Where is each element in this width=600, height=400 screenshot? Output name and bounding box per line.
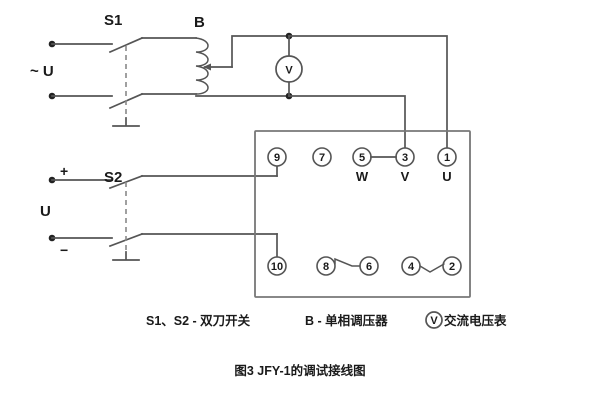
legend-voltmeter-icon: V bbox=[425, 311, 443, 329]
regulator-b-group bbox=[195, 35, 290, 97]
s1-actuator-symbol bbox=[112, 117, 140, 127]
terminal-10-number: 10 bbox=[271, 261, 283, 273]
voltmeter-body bbox=[275, 55, 303, 83]
legend-voltmeter-letter: V bbox=[430, 315, 438, 327]
ac-source-label: ~ U bbox=[30, 63, 54, 80]
figure-caption: 图3 JFY-1的调试接线图 bbox=[234, 363, 365, 378]
terminal-4-number: 4 bbox=[408, 261, 415, 273]
s1-blade-upper[interactable] bbox=[108, 36, 144, 54]
dc-source-group bbox=[48, 176, 113, 242]
voltmeter-letter: V bbox=[285, 65, 293, 77]
dc-source-label: U bbox=[40, 203, 51, 220]
terminal-5[interactable]: 5 bbox=[352, 147, 372, 167]
terminal-8-number: 8 bbox=[323, 261, 329, 273]
supply-rails-group bbox=[288, 35, 448, 151]
terminal-4[interactable]: 4 bbox=[401, 256, 421, 276]
dc-plus-sign: + bbox=[60, 163, 68, 179]
terminal-row-bottom: 10 8 6 4 2 bbox=[267, 256, 462, 276]
regulator-coil-winding bbox=[195, 37, 209, 95]
legend-row: S1、S2 - 双刀开关 B - 单相调压器 V 交流电压表 bbox=[146, 311, 507, 329]
terminal-3[interactable]: 3 bbox=[395, 147, 415, 167]
phase-label-u: U bbox=[442, 169, 451, 184]
terminal-1-number: 1 bbox=[444, 152, 450, 164]
terminal-7[interactable]: 7 bbox=[312, 147, 332, 167]
rail-to-terminal-3-V bbox=[288, 95, 406, 151]
legend-voltmeter: 交流电压表 bbox=[444, 313, 507, 328]
terminal-1[interactable]: 1 bbox=[437, 147, 457, 167]
terminal-9-number: 9 bbox=[274, 152, 280, 164]
terminal-6[interactable]: 6 bbox=[359, 256, 379, 276]
regulator-b-label: B bbox=[194, 14, 205, 31]
terminal-9[interactable]: 9 bbox=[267, 147, 287, 167]
ac-source-group bbox=[48, 40, 113, 100]
rail-to-terminal-1-U bbox=[288, 35, 448, 151]
terminal-block-box bbox=[254, 130, 471, 298]
phase-label-w: W bbox=[356, 169, 369, 184]
contact-link-4-to-2[interactable] bbox=[419, 263, 445, 273]
dc-minus-sign: − bbox=[60, 242, 68, 258]
terminal-2[interactable]: 2 bbox=[442, 256, 462, 276]
terminal-7-number: 7 bbox=[319, 152, 325, 164]
terminal-3-number: 3 bbox=[402, 152, 408, 164]
s2-actuator-symbol bbox=[112, 251, 140, 261]
regulator-wiper-arrow bbox=[203, 63, 211, 71]
voltmeter-group: V bbox=[275, 32, 303, 100]
legend-regulator: B - 单相调压器 bbox=[305, 313, 388, 328]
terminal-8[interactable]: 8 bbox=[316, 256, 336, 276]
switch-s2-label: S2 bbox=[104, 169, 122, 186]
terminal-2-number: 2 bbox=[449, 261, 455, 273]
terminal-6-number: 6 bbox=[366, 261, 372, 273]
terminal-10[interactable]: 10 bbox=[267, 256, 287, 276]
legend-switches: S1、S2 - 双刀开关 bbox=[146, 313, 251, 328]
terminal-5-number: 5 bbox=[359, 152, 365, 164]
terminal-row-top: 9 7 5 3 1 W bbox=[267, 147, 457, 184]
switch-s2-group[interactable] bbox=[108, 174, 278, 261]
phase-label-v: V bbox=[401, 169, 410, 184]
contact-link-8-to-6[interactable] bbox=[334, 257, 361, 267]
regulator-wiper-to-top-rail bbox=[231, 35, 290, 68]
switch-s1-group[interactable] bbox=[108, 36, 197, 127]
switch-s1-label: S1 bbox=[104, 12, 122, 29]
